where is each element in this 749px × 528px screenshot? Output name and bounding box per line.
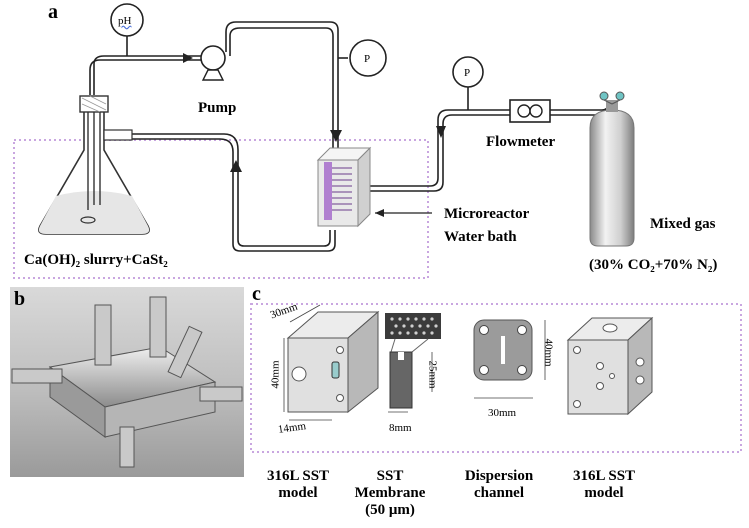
- panel-label-c: c: [252, 283, 261, 305]
- pump-icon: [200, 45, 226, 81]
- flowmeter-label: Flowmeter: [486, 134, 556, 150]
- slurry-label: Ca(OH)₂ slurry+CaSt₂: [24, 252, 168, 268]
- dim-40mm-left: 40mm: [269, 360, 282, 389]
- dim-8mm: 8mm: [389, 422, 412, 434]
- flowmeter-icon: [509, 99, 551, 123]
- pressure-label-1: P: [364, 53, 371, 65]
- microreactor-pointer-head: [375, 209, 384, 217]
- pressure-label-2: P: [464, 67, 471, 79]
- flow-arrows: [183, 53, 446, 193]
- dim-25mm: 25mm: [426, 360, 439, 389]
- sst-model-1-drawing: [286, 310, 380, 414]
- part-caption-1: 316L SST model: [266, 468, 330, 501]
- microreactor-photo: [10, 287, 244, 477]
- panel-label-a: a: [48, 1, 58, 23]
- pressure-gauge-2: [452, 56, 484, 88]
- ph-meter: [110, 3, 144, 37]
- water-bath-label: Water bath: [444, 229, 517, 245]
- dim-lines: [283, 304, 546, 421]
- microreactor-label: Microreactor: [444, 206, 530, 222]
- gas-composition-label: (30% CO₂+70% N₂): [589, 257, 718, 273]
- flask-icon: [38, 95, 150, 235]
- dim-40mm-right: 40mm: [542, 338, 555, 367]
- part-caption-3: Dispersion channel: [464, 468, 534, 501]
- panel-label-b: b: [14, 288, 26, 310]
- pump-label: Pump: [198, 100, 237, 116]
- ph-label: pH: [118, 15, 132, 27]
- pressure-gauge-1: [349, 39, 387, 77]
- dotted-box-a: [13, 139, 429, 279]
- sst-model-2-drawing: [566, 316, 654, 416]
- dim-30mm-bottom: 30mm: [488, 407, 517, 419]
- sst-membrane-drawing: [385, 313, 441, 409]
- part-caption-2: SST Membrane (50 μm): [354, 468, 426, 518]
- mixed-gas-label: Mixed gas: [650, 216, 716, 232]
- gas-cylinder-icon: [589, 91, 635, 247]
- part-caption-4: 316L SST model: [572, 468, 636, 501]
- microreactor-icon: [316, 146, 372, 228]
- dispersion-channel-drawing: [473, 319, 533, 381]
- dotted-box-c: [250, 303, 742, 453]
